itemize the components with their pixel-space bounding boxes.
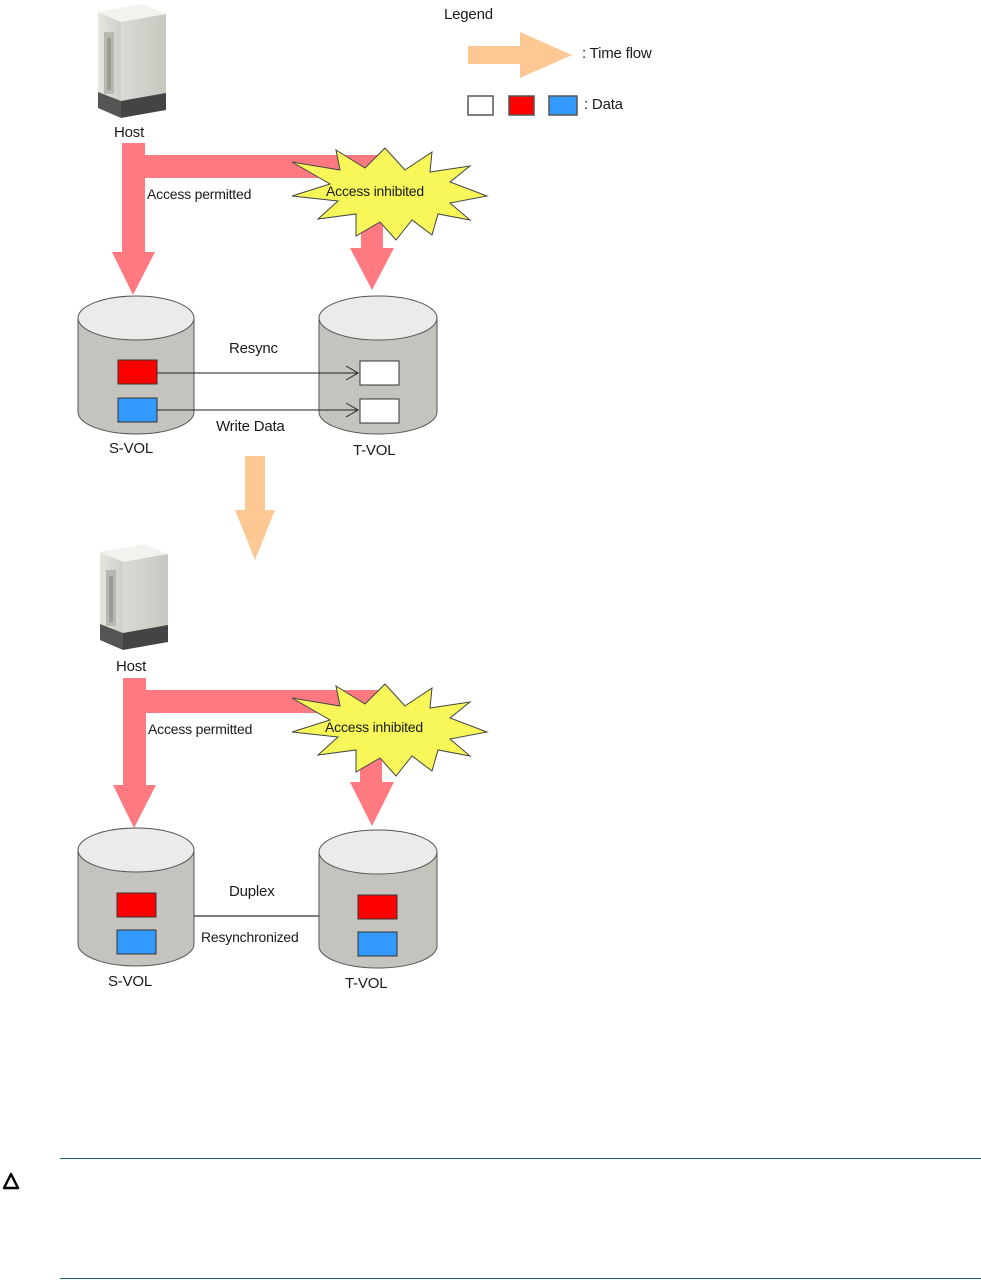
write-data-label: Write Data [216,418,285,435]
host-server-icon [98,4,166,118]
resynchronized-label: Resynchronized [201,929,299,945]
legend-data-white [467,95,494,116]
svol-data-block-blue [117,397,158,423]
svol-data-block-blue [116,929,157,955]
legend-data-red [508,95,535,116]
caution-top-rule [60,1158,981,1159]
svol-data-block-red [116,892,157,918]
access-inhibited-label: Access inhibited [326,183,424,199]
host-server-icon [100,544,168,650]
legend-time-flow-label: : Time flow [582,45,652,62]
legend [467,32,578,116]
tvol-data-block-red [357,894,398,920]
duplex-label: Duplex [229,883,275,900]
svol-cylinder [77,295,195,435]
access-permitted-label: Access permitted [148,721,253,737]
access-inhibited-starburst [291,683,489,777]
tvol-data-block-white-2 [359,398,400,424]
host-label: Host [116,658,147,675]
resync-arrows [157,365,359,418]
tvol-cylinder [318,829,438,969]
host-label: Host [114,124,145,141]
legend-title: Legend [444,6,493,23]
svol-label: S-VOL [108,973,153,990]
access-permitted-label: Access permitted [147,186,252,202]
tvol-label: T-VOL [353,442,396,459]
legend-data-label: : Data [584,96,623,113]
caution-bottom-rule [60,1278,981,1279]
svol-data-block-red [117,359,158,385]
panel-after-resync [77,544,489,969]
resync-label: Resync [229,340,278,357]
time-flow-legend-arrow [468,32,572,78]
caution-triangle-icon [2,1172,20,1195]
svol-label: S-VOL [109,440,154,457]
access-inhibited-label: Access inhibited [325,719,423,735]
legend-data-blue [548,95,578,116]
tvol-data-block-white-1 [359,360,400,386]
access-inhibited-starburst [291,147,489,241]
tvol-cylinder [318,295,438,435]
panel-before-resync [77,4,489,435]
tvol-label: T-VOL [345,975,388,992]
tvol-data-block-blue [357,931,398,957]
time-flow-arrow [235,456,275,560]
svol-cylinder [77,827,195,967]
